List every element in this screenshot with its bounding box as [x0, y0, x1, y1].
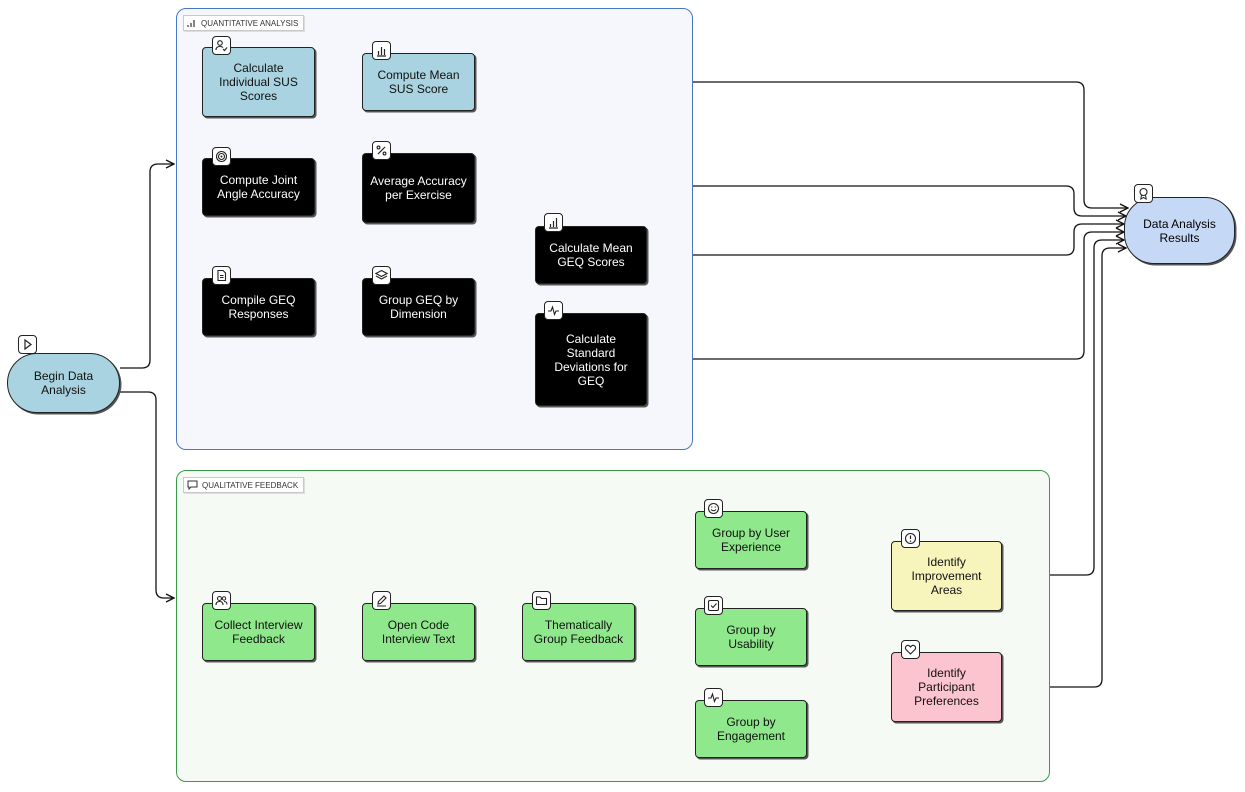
edge-meansus-results [475, 81, 1128, 208]
group-geq-label: Group GEQ by Dimension [378, 293, 459, 321]
edge-preferences-results [1002, 248, 1126, 688]
message-icon [187, 480, 198, 490]
heart-icon [901, 640, 920, 659]
calculate-standard-deviations-label: Calculate Standard Deviations for GEQ [554, 331, 628, 388]
bar-chart-icon [544, 213, 563, 232]
compute-mean-sus-label: Compute Mean SUS Score [377, 68, 460, 96]
group-user-experience-node[interactable]: Group by User Experience [695, 511, 807, 569]
target-icon [212, 147, 231, 166]
quantitative-analysis-label: QUANTITATIVE ANALYSIS [183, 15, 305, 31]
folder-icon [532, 591, 551, 610]
edge-meangeq-results [647, 224, 1124, 256]
bar-chart-icon [187, 19, 195, 27]
activity-icon [544, 301, 563, 320]
data-analysis-results-node[interactable]: Data Analysis Results [1124, 197, 1235, 264]
quantitative-analysis-title: QUANTITATIVE ANALYSIS [201, 18, 299, 28]
user-check-icon [212, 36, 231, 55]
group-usability-node[interactable]: Group by Usability [695, 608, 807, 666]
smile-icon [704, 499, 723, 518]
average-accuracy-node[interactable]: Average Accuracy per Exercise [362, 153, 475, 223]
compute-joint-angle-label: Compute Joint Angle Accuracy [217, 173, 300, 201]
group-geq-node[interactable]: Group GEQ by Dimension [362, 278, 475, 336]
bar-chart-icon [372, 41, 391, 60]
edge-begin-qualitative [120, 391, 174, 598]
edge-improvement-results [1002, 240, 1124, 576]
calculate-individual-sus-node[interactable]: Calculate Individual SUS Scores [202, 47, 315, 117]
group-engagement-label: Group by Engagement [716, 715, 786, 743]
average-accuracy-label: Average Accuracy per Exercise [370, 174, 467, 202]
edge-avg-results [475, 185, 1126, 216]
thematically-group-label: Thematically Group Feedback [533, 618, 624, 646]
file-icon [212, 266, 231, 285]
identify-improvement-areas-node[interactable]: Identify Improvement Areas [891, 541, 1002, 611]
group-usability-label: Group by Usability [726, 623, 776, 651]
pen-icon [372, 591, 391, 610]
identify-participant-preferences-node[interactable]: Identify Participant Preferences [891, 652, 1002, 722]
award-icon [1134, 184, 1153, 203]
users-icon [212, 591, 231, 610]
qualitative-feedback-label: QUALITATIVE FEEDBACK [183, 477, 305, 493]
compute-joint-angle-node[interactable]: Compute Joint Angle Accuracy [202, 158, 315, 216]
begin-data-analysis-node[interactable]: Begin Data Analysis [7, 353, 120, 413]
activity-icon [704, 688, 723, 707]
check-square-icon [704, 596, 723, 615]
layers-icon [372, 266, 391, 285]
edge-begin-quantitative [120, 164, 174, 369]
edge-sdgeq-results [647, 232, 1124, 360]
compile-geq-node[interactable]: Compile GEQ Responses [202, 278, 315, 336]
percent-icon [372, 141, 391, 160]
calculate-mean-geq-label: Calculate Mean GEQ Scores [549, 241, 633, 269]
calculate-mean-geq-node[interactable]: Calculate Mean GEQ Scores [535, 226, 647, 284]
alert-circle-icon [901, 529, 920, 548]
group-engagement-node[interactable]: Group by Engagement [695, 700, 807, 758]
collect-interview-feedback-node[interactable]: Collect Interview Feedback [202, 603, 315, 661]
compile-geq-label: Compile GEQ Responses [221, 293, 296, 321]
open-code-node[interactable]: Open Code Interview Text [362, 603, 475, 661]
group-user-experience-label: Group by User Experience [711, 526, 791, 554]
begin-data-analysis-label: Begin Data Analysis [33, 369, 94, 397]
collect-interview-feedback-label: Collect Interview Feedback [214, 618, 303, 646]
calculate-individual-sus-label: Calculate Individual SUS Scores [219, 61, 298, 103]
play-icon [18, 335, 37, 354]
compute-mean-sus-node[interactable]: Compute Mean SUS Score [362, 53, 475, 111]
qualitative-feedback-title: QUALITATIVE FEEDBACK [202, 480, 299, 490]
calculate-standard-deviations-node[interactable]: Calculate Standard Deviations for GEQ [535, 313, 647, 406]
identify-participant-preferences-label: Identify Participant Preferences [914, 666, 979, 708]
open-code-label: Open Code Interview Text [381, 618, 456, 646]
thematically-group-node[interactable]: Thematically Group Feedback [522, 603, 635, 661]
identify-improvement-areas-label: Identify Improvement Areas [911, 555, 982, 597]
data-analysis-results-label: Data Analysis Results [1143, 216, 1216, 245]
